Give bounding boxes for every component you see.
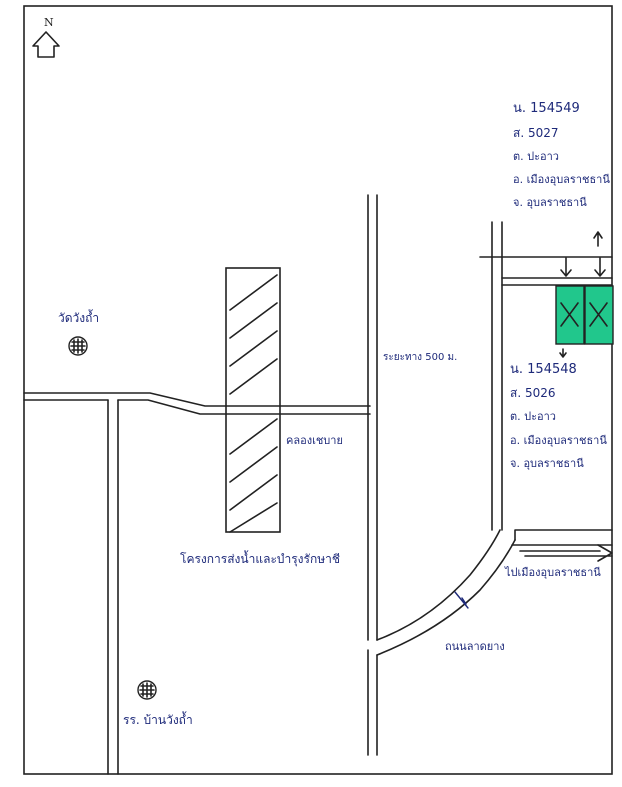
right-road [479, 221, 613, 531]
to-city-arrow-icon [519, 544, 613, 562]
school-label: รร. บ้านวังถ้ำ [123, 711, 193, 727]
parcel-2-subdistrict: ต. ปะอาว [510, 410, 556, 423]
irrigation-project-area [225, 267, 281, 533]
parcel-1-subdistrict: ต. ปะอาว [513, 150, 559, 163]
central-road [367, 194, 378, 756]
parcel-1-deed: น. 154549 [513, 101, 580, 116]
parcel-1-info: น. 154549 ส. 5027 ต. ปะอาว อ. เมืองอุบลร… [513, 101, 610, 209]
temple-label: วัดวังถ้ำ [58, 309, 99, 325]
paved-road-label: ถนนลาดยาง [445, 640, 505, 653]
to-city-label: ไปเมืองอุบลราชธานี [504, 566, 601, 579]
parcel-2-district: อ. เมืองอุบลราชธานี [510, 434, 607, 447]
parcel-2-deed: น. 154548 [510, 362, 577, 377]
horizontal-road [23, 392, 371, 415]
north-label: N [44, 16, 54, 29]
project-label: โครงการส่งน้ำและบำรุงรักษาชี [180, 550, 340, 567]
parcel-1-district: อ. เมืองอุบลราชธานี [513, 173, 610, 186]
canal-label: คลองเชบาย [286, 434, 343, 447]
parcel-2-survey: ส. 5026 [510, 386, 556, 400]
north-arrow-icon: N [32, 16, 60, 58]
parcel-1-province: จ. อุบลราชธานี [513, 196, 587, 209]
boundary-arrows [559, 231, 606, 358]
school-icon [137, 680, 157, 700]
map-frame [23, 5, 613, 775]
paved-road [376, 529, 613, 656]
temple-icon [68, 336, 88, 356]
parcel-2-info: น. 154548 ส. 5026 ต. ปะอาว อ. เมืองอุบลร… [510, 362, 607, 470]
parcel-1-survey: ส. 5027 [513, 126, 559, 140]
parcel-2-province: จ. อุบลราชธานี [510, 457, 584, 470]
left-road [107, 399, 119, 775]
land-parcels [555, 285, 614, 345]
distance-label: ระยะทาง 500 ม. [383, 352, 457, 363]
